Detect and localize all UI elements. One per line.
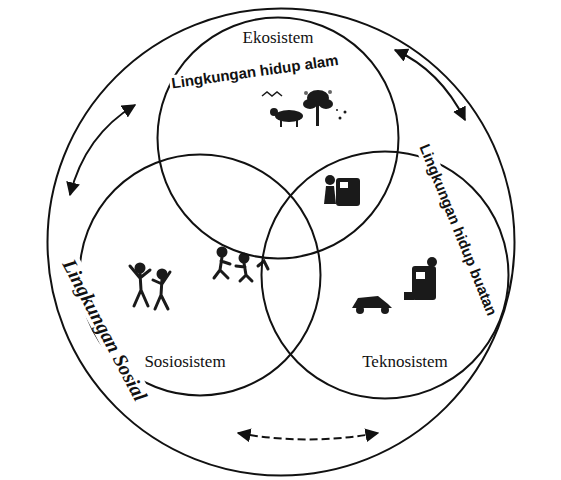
circle-outline — [156, 16, 400, 260]
environment-label: Lingkungan hidup buatan — [415, 140, 500, 320]
double-arrow — [238, 433, 378, 440]
circle-line — [158, 18, 399, 259]
environment-label: Lingkungan hidup alam — [169, 52, 342, 92]
circle-line — [262, 152, 509, 399]
circle-line — [80, 155, 321, 396]
system-label: Sosiosistem — [142, 353, 227, 372]
circle-outline — [46, 7, 516, 477]
environment-label: Lingkungan Sosial — [57, 254, 152, 407]
machine-icon — [404, 257, 437, 300]
circle-line — [48, 9, 515, 476]
system-label: Teknosistem — [360, 353, 450, 372]
nature-icon — [262, 90, 347, 127]
vehicle-icon — [352, 296, 392, 314]
system-circle: Ekosistem — [156, 16, 400, 260]
system-label: Ekosistem — [241, 29, 316, 48]
machine-icon — [324, 175, 360, 206]
environment-circle: Lingkungan hidup alamLingkungan hidup bu… — [46, 7, 516, 477]
dancers-icon — [130, 264, 170, 309]
